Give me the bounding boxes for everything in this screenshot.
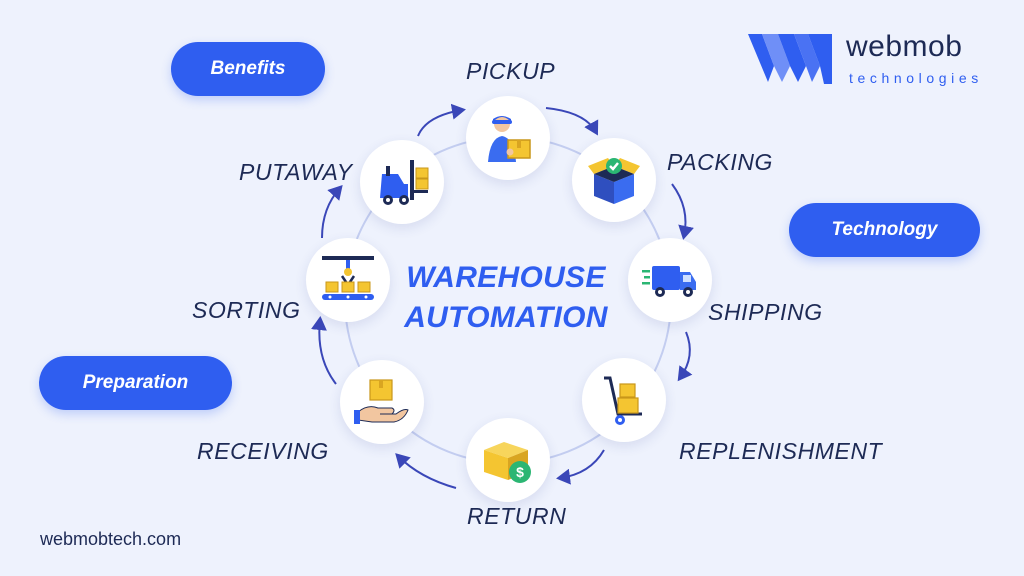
arrow-replenishment-to-return <box>556 449 605 485</box>
receiving-node <box>340 360 424 444</box>
open-box-with-check-icon <box>588 158 640 204</box>
wm-logo-icon <box>748 34 832 84</box>
stage-label-shipping: SHIPPING <box>708 299 823 325</box>
return-node: $ <box>466 418 550 502</box>
arrow-receiving-to-sorting <box>310 316 337 385</box>
arrow-packing-to-shipping <box>671 183 694 240</box>
arrow-return-to-receiving <box>395 453 457 489</box>
delivery-person-with-box-icon <box>488 116 531 162</box>
diagram-title: WAREHOUSE AUTOMATION <box>386 258 626 338</box>
brand-name: webmob <box>846 30 963 63</box>
arrow-putaway-to-pickup <box>417 103 466 137</box>
pickup-node <box>466 96 550 180</box>
benefits-tag[interactable]: Benefits <box>171 42 325 96</box>
stage-label-sorting: SORTING <box>192 297 301 323</box>
box-with-refund-coin-icon: $ <box>484 442 531 483</box>
arrow-sorting-to-putaway <box>321 185 343 239</box>
replenishment-node <box>582 358 666 442</box>
packing-node <box>572 138 656 222</box>
robotic-arm-conveyor-icon <box>322 256 374 300</box>
stage-label-return: RETURN <box>467 503 567 529</box>
preparation-tag[interactable]: Preparation <box>39 356 232 410</box>
technology-tag[interactable]: Technology <box>789 203 980 257</box>
title-line-2: AUTOMATION <box>404 301 608 334</box>
stage-label-receiving: RECEIVING <box>197 438 329 464</box>
stage-label-putaway: PUTAWAY <box>239 159 353 185</box>
svg-text:$: $ <box>516 464 524 480</box>
stage-label-pickup: PICKUP <box>466 58 556 84</box>
title-line-1: WAREHOUSE <box>406 261 606 294</box>
forklift-with-boxes-icon <box>380 160 429 205</box>
hand-holding-box-icon <box>354 379 409 424</box>
arrow-pickup-to-packing <box>545 107 599 136</box>
hand-truck-with-boxes-icon <box>604 376 642 425</box>
shipping-node <box>628 238 712 322</box>
brand-subtitle: technologies <box>849 70 983 86</box>
stage-label-replenishment: REPLENISHMENT <box>679 438 883 464</box>
brand-logo: webmob technologies <box>748 28 998 92</box>
delivery-truck-icon <box>642 266 696 297</box>
website-url[interactable]: webmobtech.com <box>40 529 182 549</box>
putaway-node <box>360 140 444 224</box>
stage-label-packing: PACKING <box>667 149 774 175</box>
arrow-shipping-to-replenishment <box>677 331 693 382</box>
sorting-node <box>306 238 390 322</box>
